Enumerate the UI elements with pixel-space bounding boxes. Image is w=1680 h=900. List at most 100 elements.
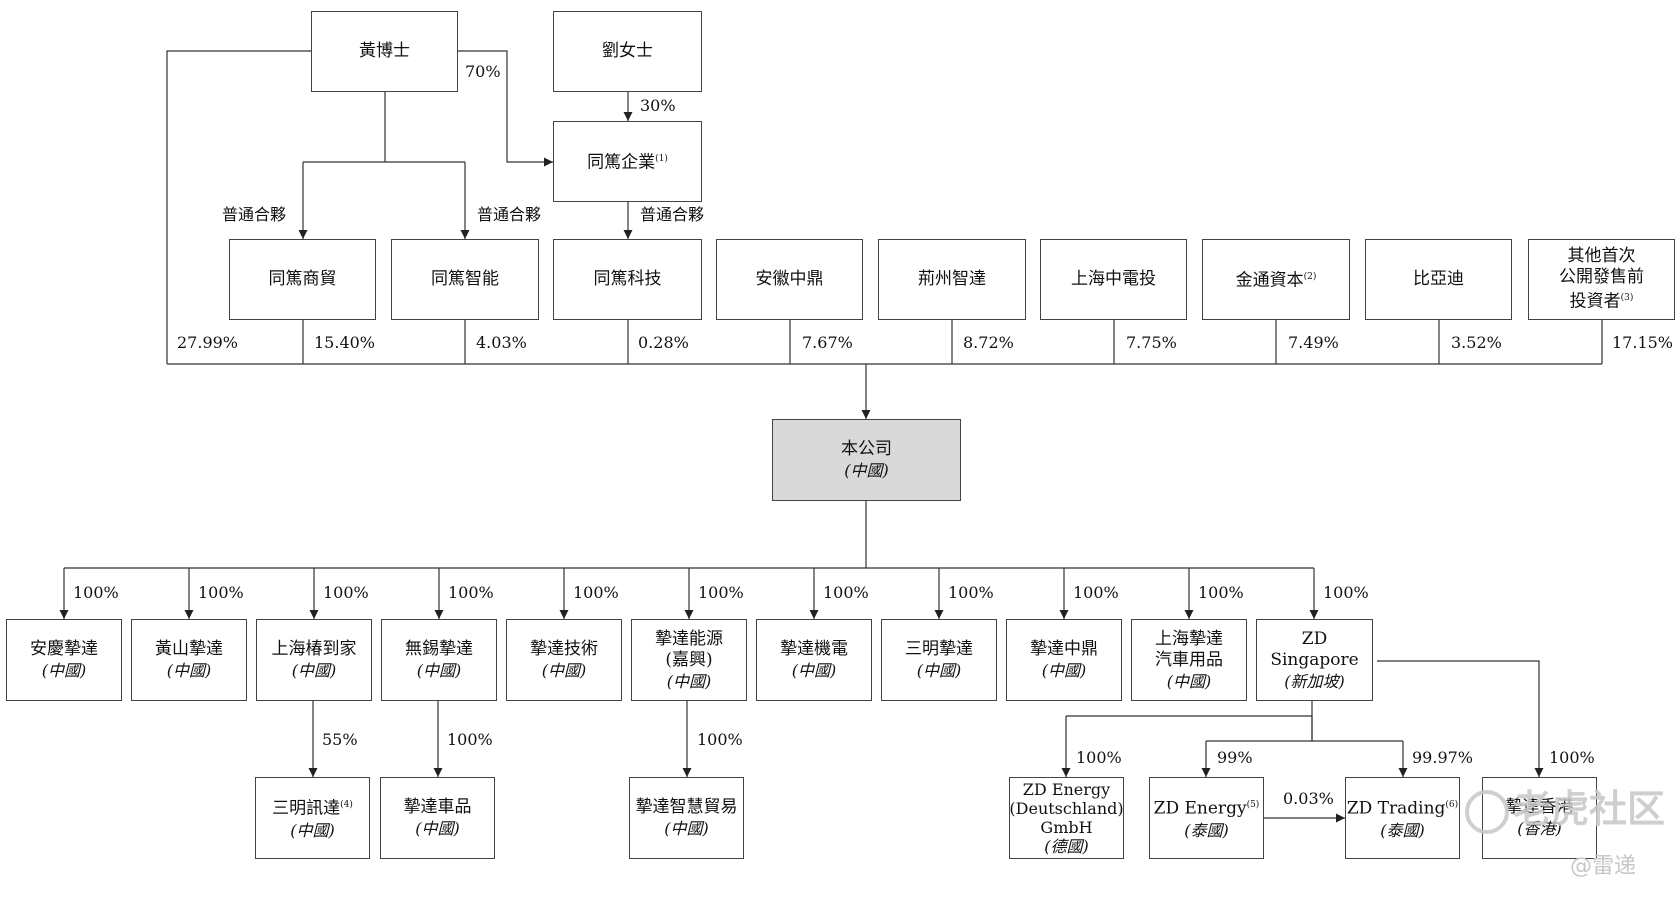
zd-energy-de-box: ZD Energy (Deutschland) GmbH (德國) (1009, 777, 1124, 859)
shanghai-zhongdiantou-label: 上海中電投 (1071, 269, 1156, 289)
sanming-xunda-region: (中國) (290, 820, 335, 840)
liu-label: 劉女士 (602, 41, 653, 61)
subsidiary-region: (中國) (791, 661, 837, 680)
subsidiary-pct: 100% (198, 583, 244, 602)
jintong-capital-label: 金通資本(2) (1235, 270, 1317, 291)
subsidiary-box: 摯達中鼎 (中國) (1006, 619, 1122, 701)
jingzhou-zhida-box: 荊州智達 (878, 239, 1026, 320)
sanming-xunda-name: 三明訊達(4) (272, 798, 353, 819)
subsidiary-name: ZD Singapore (1270, 628, 1359, 670)
huang-label: 黃博士 (359, 41, 410, 61)
zhida-smart-trade-box: 摯達智慧貿易 (中國) (629, 777, 744, 859)
zd-trading-region: (泰國) (1380, 820, 1425, 840)
pre-ipo-line3: 投資者(3) (1569, 291, 1634, 312)
subsidiary-region: (新加坡) (1284, 671, 1345, 691)
zhida-smart-trade-region: (中國) (664, 819, 709, 838)
pre-ipo-line2: 公開發售前 (1559, 267, 1644, 288)
subsidiary-region: (中國) (41, 661, 87, 680)
zd-energy-th-pct: 99% (1217, 748, 1253, 767)
subsidiary-box: 安慶摯達(中國) (6, 619, 122, 701)
subsidiary-box: 三明摯達 (中國) (881, 619, 997, 701)
connector-line-40 (1377, 660, 1544, 777)
subsidiary-pct: 100% (573, 583, 619, 602)
tongdu-tech-label: 同篤科技 (593, 269, 662, 289)
tongdu-smart-box: 同篤智能 (391, 239, 539, 320)
subsidiary-pct: 100% (1323, 583, 1369, 602)
zd-trading-name: ZD Trading(6) (1346, 798, 1459, 819)
stake-jintong-capital: 7.49% (1288, 333, 1339, 352)
subsidiary-box: 摯達能源(嘉興)(中國) (631, 619, 747, 701)
liu-box: 劉女士 (553, 11, 702, 92)
gp-trade-label: 普通合夥 (222, 205, 287, 224)
tongdu-trade-label: 同篤商貿 (268, 269, 337, 289)
zd-hk-pct: 100% (1549, 748, 1595, 767)
zd-energy-de-region: (德國) (1044, 837, 1089, 856)
subsidiary-region: (中國) (416, 661, 462, 680)
subsidiary-name: 摯達中鼎 (1030, 639, 1098, 659)
subsidiary-box: 黃山摯達 (中國) (131, 619, 247, 701)
zd-energy-de-line2: (Deutschland) (1009, 799, 1124, 818)
subsidiary-box: 無錫摯達(中國) (381, 619, 497, 701)
energy-to-trading-pct: 0.03% (1283, 789, 1334, 808)
subsidiary-box: 上海摯達汽車用品(中國) (1131, 619, 1247, 701)
tongdu-tech-box: 同篤科技 (553, 239, 702, 320)
sanming-xunda-box: 三明訊達(4) (中國) (255, 777, 370, 859)
jingzhou-zhida-label: 荊州智達 (918, 269, 986, 289)
zhida-chepin-pct: 100% (447, 730, 493, 749)
subsidiary-name-line2: (嘉興) (665, 649, 713, 670)
liu-to-enterprise-pct: 30% (640, 96, 676, 115)
zd-hk-name: 摯達香港 (1505, 797, 1574, 817)
byd-box: 比亞迪 (1365, 239, 1512, 320)
tongdu-trade-box: 同篤商貿 (229, 239, 376, 320)
stake-huang: 27.99% (177, 333, 239, 352)
subsidiary-region: (中國) (291, 661, 337, 680)
pre-ipo-line1: 其他首次 (1567, 246, 1636, 267)
huang-box: 黃博士 (311, 11, 458, 92)
tongdu-enterprise-box: 同篤企業(1) (553, 121, 702, 202)
subsidiary-region: (中國) (1041, 661, 1087, 680)
zd-energy-th-name: ZD Energy(5) (1153, 798, 1260, 819)
subsidiary-pct: 100% (948, 583, 994, 602)
subsidiary-name: 三明摯達 (905, 639, 973, 659)
tongdu-enterprise-label: 同篤企業(1) (587, 152, 668, 173)
zhida-smart-trade-pct: 100% (697, 730, 743, 749)
stake-tongdu-smart: 4.03% (476, 333, 527, 352)
subsidiary-name-line2: 汽車用品 (1155, 649, 1223, 670)
subsidiary-region: (中國) (541, 661, 587, 680)
zhida-chepin-box: 摯達車品 (中國) (380, 777, 495, 859)
connector-line-35 (1066, 715, 1313, 741)
zd-energy-de-pct: 100% (1076, 748, 1122, 767)
zhida-chepin-region: (中國) (415, 819, 460, 838)
subsidiary-region: (中國) (916, 661, 962, 680)
subsidiary-box: 上海椿到家 (中國) (256, 619, 372, 701)
zd-energy-de-line3: GmbH (1040, 818, 1093, 837)
stake-jingzhou-zhida: 8.72% (963, 333, 1014, 352)
zd-energy-th-box: ZD Energy(5) (泰國) (1149, 777, 1264, 859)
gp-smart-label: 普通合夥 (477, 205, 542, 224)
connector-line-0 (458, 50, 553, 167)
tongdu-smart-label: 同篤智能 (431, 269, 499, 289)
company-region: (中國) (844, 461, 889, 480)
subsidiary-pct: 100% (823, 583, 869, 602)
subsidiary-pct: 100% (323, 583, 369, 602)
anhui-zhongding-label: 安徽中鼎 (755, 269, 824, 289)
subsidiary-pct: 100% (448, 583, 494, 602)
zd-hk-region: (香港) (1517, 819, 1562, 838)
subsidiary-box: ZD Singapore(新加坡) (1256, 619, 1373, 701)
subsidiary-box: 摯達機電(中國) (756, 619, 872, 701)
shanghai-zhongdiantou-box: 上海中電投 (1040, 239, 1187, 320)
stake-byd: 3.52% (1451, 333, 1502, 352)
company-name: 本公司 (841, 439, 892, 459)
subsidiary-name: 上海椿到家 (271, 639, 357, 659)
subsidiary-region: (中國) (666, 671, 712, 691)
subsidiary-name: 摯達能源 (655, 628, 723, 649)
stake-anhui-zhongding: 7.67% (802, 333, 853, 352)
sanming-xunda-pct: 55% (322, 730, 358, 749)
company-box: 本公司 (中國) (772, 419, 961, 501)
pre-ipo-investors-box: 其他首次 公開發售前 投資者(3) (1528, 239, 1675, 320)
anhui-zhongding-box: 安徽中鼎 (716, 239, 863, 320)
subsidiary-name: 黃山摯達 (155, 639, 223, 659)
subsidiary-region: (中國) (166, 661, 212, 680)
subsidiary-pct: 100% (1073, 583, 1119, 602)
